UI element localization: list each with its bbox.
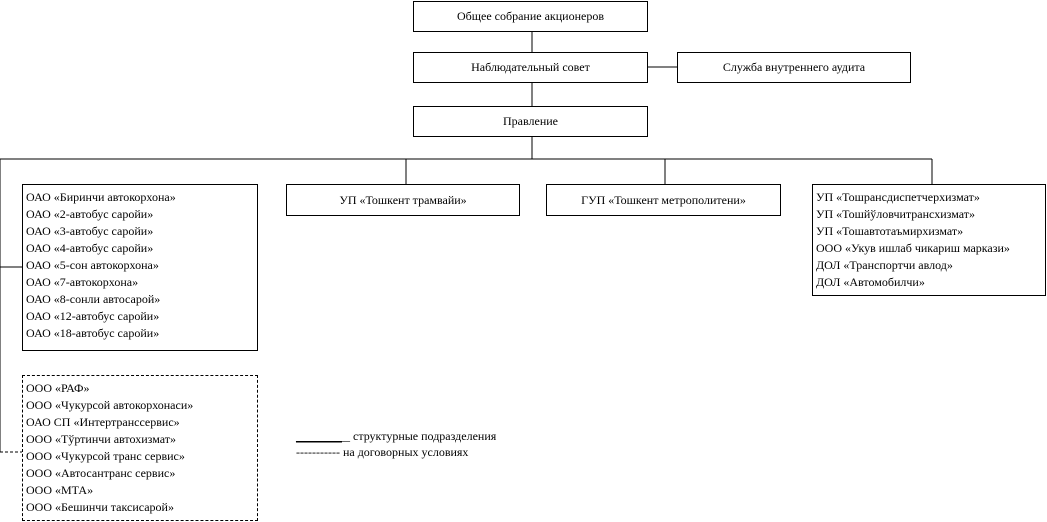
node-management-label: Правление (503, 114, 558, 128)
legend-dashed: ----------- на договорных условиях (296, 445, 469, 459)
list-item: ОАО «3-автобус саройи» (26, 224, 154, 238)
legend-solid: _________ структурные подразделения (296, 429, 497, 443)
node-supervisory-board-label: Наблюдательный совет (471, 60, 590, 74)
list-item: ДОЛ «Автомобилчи» (816, 275, 925, 289)
list-item: ООО «Чукурсой автокорхонаси» (26, 398, 194, 412)
list-item: ООО «РАФ» (26, 381, 90, 395)
list-item: ООО «Тўртинчи автохизмат» (26, 432, 176, 446)
node-shareholders: Общее собрание акционеров (413, 1, 648, 32)
list-item: ОАО «4-автобус саройи» (26, 241, 154, 255)
list-item: ООО «Бешинчи таксисарой» (26, 500, 174, 514)
list-item: ОАО «Биринчи автокорхона» (26, 190, 176, 204)
node-supervisory-board: Наблюдательный совет (413, 52, 648, 83)
node-tram: УП «Тошкент трамвайи» (286, 184, 520, 216)
node-contract-units: ООО «РАФ» ООО «Чукурсой автокорхонаси» О… (22, 375, 258, 521)
list-item: УП «Тошрансдиспетчерхизмат» (816, 190, 980, 204)
node-management: Правление (413, 106, 648, 137)
node-metro: ГУП «Тошкент метрополитени» (546, 184, 781, 216)
list-item: ООО «Чукурсой транс сервис» (26, 449, 185, 463)
list-item: ОАО СП «Интертранссервис» (26, 415, 180, 429)
list-item: ОАО «7-автокорхона» (26, 275, 139, 289)
node-internal-audit: Служба внутреннего аудита (677, 52, 911, 83)
list-item: ОАО «18-автобус саройи» (26, 326, 160, 340)
node-metro-label: ГУП «Тошкент метрополитени» (581, 192, 746, 207)
list-item: ДОЛ «Транспортчи авлод» (816, 258, 953, 272)
node-tram-label: УП «Тошкент трамвайи» (339, 192, 467, 207)
list-item: ОАО «12-автобус саройи» (26, 309, 160, 323)
list-item: УП «Тошавтотаъмирхизмат» (816, 224, 964, 238)
node-bus-parks: ОАО «Биринчи автокорхона» ОАО «2-автобус… (22, 184, 258, 351)
list-item: ООО «МТА» (26, 483, 94, 497)
node-service-units: УП «Тошрансдиспетчерхизмат» УП «Тошйўлов… (812, 184, 1046, 296)
list-item: ОАО «2-автобус саройи» (26, 207, 154, 221)
list-item: ОАО «8-сонли автосарой» (26, 292, 161, 306)
list-item: УП «Тошйўловчитрансхизмат» (816, 207, 975, 221)
node-internal-audit-label: Служба внутреннего аудита (722, 60, 866, 74)
list-item: ООО «Укув ишлаб чикариш маркази» (816, 241, 1010, 255)
node-shareholders-label: Общее собрание акционеров (456, 9, 604, 23)
list-item: ООО «Автосантранс сервис» (26, 466, 176, 480)
list-item: ОАО «5-сон автокорхона» (26, 258, 159, 272)
